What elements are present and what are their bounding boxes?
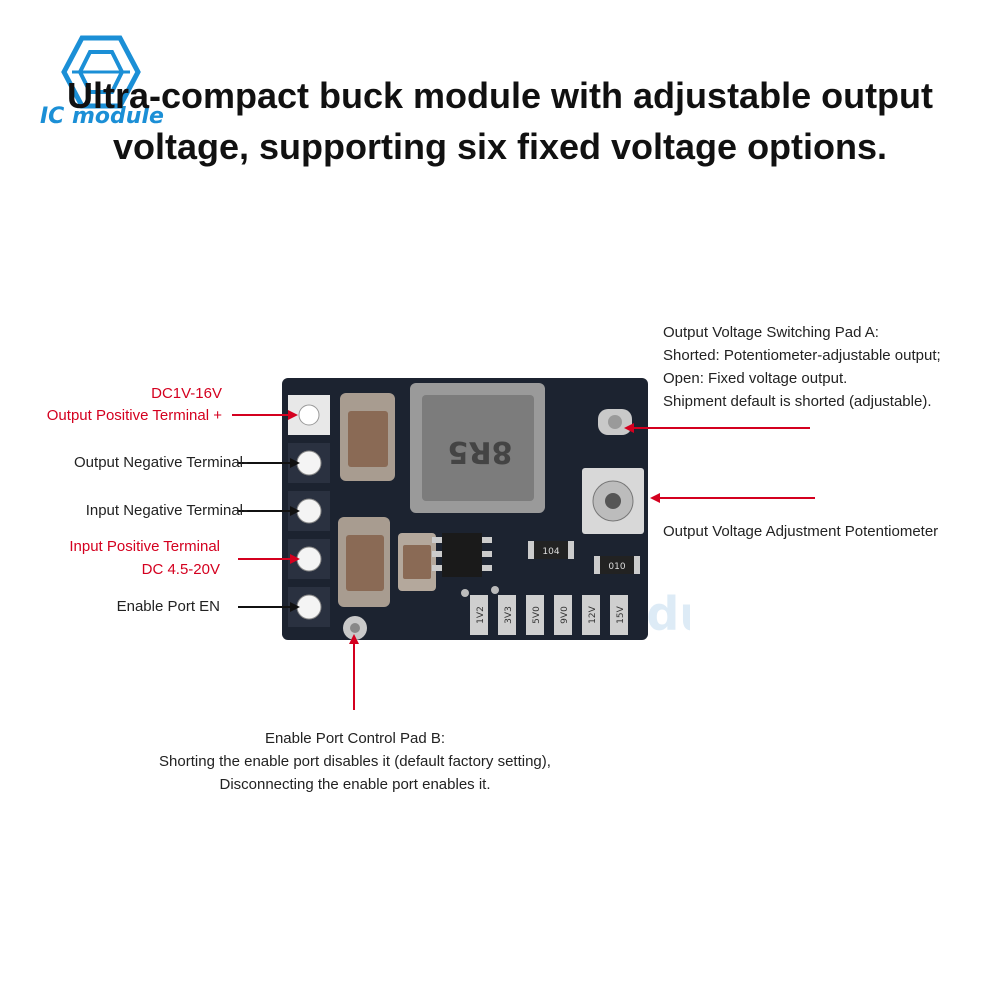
label-pad-a-open: Open: Fixed voltage output. (663, 370, 848, 387)
logo-text: IC module (40, 104, 164, 129)
switching-pad-a (598, 409, 632, 435)
logo-icon (61, 35, 141, 109)
voltage-select-pads: 1V2 3V3 5V0 9V0 12V 15V (461, 586, 628, 635)
inductor-marking: 8R5 (448, 434, 513, 469)
resistor-010-marking: 010 (608, 562, 625, 572)
voltage-pad: 15V (610, 595, 628, 635)
page-title-line-2: voltage, supporting six fixed voltage op… (112, 126, 888, 167)
pin-out-positive (288, 395, 330, 435)
label-potentiometer: Output Voltage Adjustment Potentiometer (663, 523, 939, 540)
voltage-pad: 9V0 (554, 595, 572, 635)
svg-text:9V0: 9V0 (560, 606, 570, 624)
capacitor-input-1 (338, 517, 390, 607)
label-out-positive-voltage: DC1V-16V (151, 385, 222, 402)
voltage-pad: 5V0 (526, 595, 544, 635)
voltage-pad: 1V2 (470, 595, 488, 635)
label-pad-a-shorted: Shorted: Potentiometer-adjustable output… (663, 347, 941, 364)
resistor-104-marking: 104 (542, 547, 559, 557)
pin-in-positive (288, 539, 330, 579)
buck-module-board: IC module 8R5 104 010 (282, 378, 690, 641)
svg-text:5V0: 5V0 (532, 606, 542, 624)
label-pad-a-default: Shipment default is shorted (adjustable)… (663, 393, 932, 410)
label-in-negative: Input Negative Terminal- (85, 502, 248, 519)
resistor-010: 010 (594, 556, 640, 574)
label-pad-b-disconnecting: Disconnecting the enable port enables it… (219, 776, 491, 793)
terminal-pins (288, 395, 330, 627)
label-pad-a-title: Output Voltage Switching Pad A: (663, 324, 879, 341)
ic-chip (432, 533, 492, 577)
inductor: 8R5 (410, 383, 545, 513)
voltage-pad: 3V3 (498, 595, 516, 635)
svg-text:15V: 15V (616, 605, 626, 623)
potentiometer (582, 468, 644, 534)
pin-in-negative (288, 491, 330, 531)
label-in-positive-voltage: DC 4.5-20V (141, 561, 220, 578)
label-out-negative: Output Negative Terminal- (74, 454, 248, 471)
label-pad-b-title: Enable Port Control Pad B: (264, 730, 446, 747)
capacitor-input-2 (398, 533, 436, 591)
label-out-positive: Output Positive Terminal + (46, 407, 222, 424)
label-enable: Enable Port EN (116, 598, 220, 615)
voltage-pad: 12V (582, 595, 600, 635)
capacitor-output (340, 393, 395, 481)
label-pad-b-shorting: Shorting the enable port disables it (de… (159, 753, 551, 770)
page-title-line-1: Ultra-compact buck module with adjustabl… (66, 75, 934, 116)
resistor-104: 104 (528, 541, 574, 559)
svg-text:1V2: 1V2 (476, 606, 486, 624)
svg-text:3V3: 3V3 (504, 606, 514, 624)
label-in-positive: Input Positive Terminal (69, 538, 220, 555)
svg-text:12V: 12V (588, 605, 598, 623)
